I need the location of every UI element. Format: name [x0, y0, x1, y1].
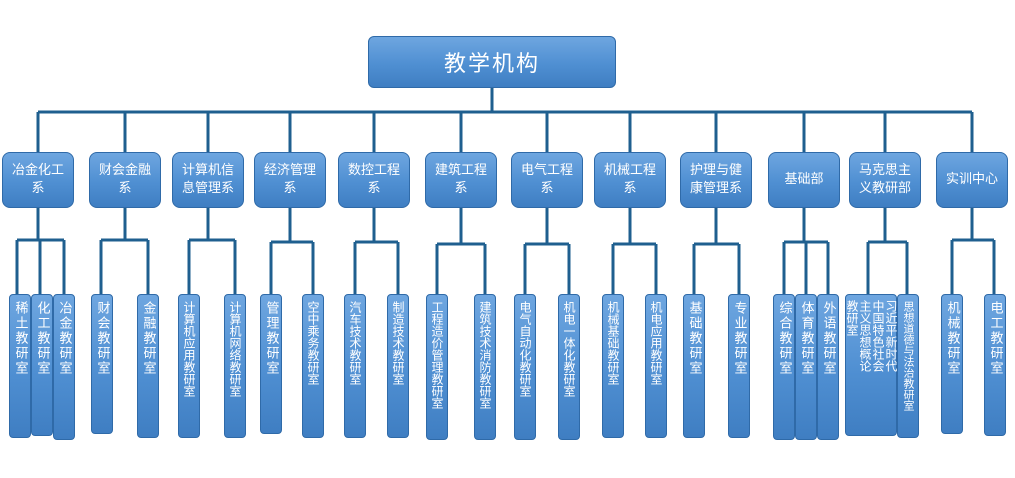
- dept-construction: 建筑工程系: [425, 152, 497, 208]
- room-label: 财会教研室: [94, 301, 110, 376]
- dept-label: 经济管理系: [263, 163, 316, 196]
- dept-label: 冶金化工系: [11, 163, 64, 196]
- room-mechanical-basics: 机械基础教研室: [602, 294, 624, 438]
- dept-label: 计算机信息管理系: [181, 163, 234, 196]
- room-accounting: 财会教研室: [91, 294, 113, 434]
- room-label: 专业教研室: [731, 301, 747, 376]
- room-electromechanical-app: 机电应用教研室: [645, 294, 667, 438]
- room-metallurgy: 冶金教研室: [53, 294, 75, 440]
- dept-cnc-engineering: 数控工程系: [338, 152, 410, 208]
- room-electrician: 电工教研室: [984, 294, 1006, 436]
- room-rare-earth: 稀土教研室: [9, 294, 31, 438]
- room-management: 管理教研室: [260, 294, 282, 434]
- room-label: 稀土教研室: [12, 301, 28, 376]
- room-label: 外语教研室: [820, 301, 836, 376]
- room-label: 工程造价管理教研室: [430, 301, 444, 409]
- dept-label: 电气工程系: [520, 163, 573, 196]
- room-xi-thought: 习近平新时代中国特色社会主义思想概论教研室: [845, 294, 898, 436]
- dept-training-center: 实训中心: [936, 152, 1008, 208]
- room-sports: 体育教研室: [795, 294, 817, 440]
- dept-finance-accounting: 财会金融系: [89, 152, 161, 208]
- dept-label: 机械工程系: [603, 163, 656, 196]
- room-chemical: 化工教研室: [31, 294, 53, 436]
- room-finance: 金融教研室: [137, 294, 159, 438]
- room-label: 金融教研室: [140, 301, 156, 376]
- room-morality-law: 思想道德与法治教研室: [897, 294, 919, 438]
- room-label: 化工教研室: [34, 301, 50, 376]
- dept-label: 数控工程系: [347, 163, 400, 196]
- room-label: 综合教研室: [776, 301, 792, 376]
- room-label: 空中乘务教研室: [306, 301, 320, 385]
- room-label: 基础教研室: [686, 301, 702, 376]
- room-flight-attendant: 空中乘务教研室: [302, 294, 324, 438]
- dept-label: 建筑工程系: [434, 163, 487, 196]
- room-label: 电工教研室: [987, 301, 1003, 376]
- dept-label: 实训中心: [945, 172, 998, 187]
- room-label: 计算机网络教研室: [228, 301, 242, 397]
- dept-marxism: 马克思主义教研部: [849, 152, 921, 208]
- room-nursing-specialized: 专业教研室: [728, 294, 750, 438]
- dept-metallurgy-chemical: 冶金化工系: [2, 152, 74, 208]
- room-label: 机械教研室: [944, 301, 960, 376]
- room-label: 冶金教研室: [56, 301, 72, 376]
- room-label: 管理教研室: [263, 301, 279, 376]
- dept-label: 马克思主义教研部: [858, 163, 911, 196]
- room-label: 习近平新时代中国特色社会主义思想概论教研室: [845, 300, 898, 372]
- dept-mechanical: 机械工程系: [594, 152, 666, 208]
- room-foreign-language: 外语教研室: [817, 294, 839, 440]
- room-label: 思想道德与法治教研室: [902, 301, 915, 411]
- room-computer-application: 计算机应用教研室: [178, 294, 200, 438]
- room-label: 机电应用教研室: [649, 301, 663, 385]
- room-machinery: 机械教研室: [941, 294, 963, 434]
- dept-label: 财会金融系: [98, 163, 151, 196]
- room-label: 体育教研室: [798, 301, 814, 376]
- root-label: 教学机构: [443, 52, 540, 77]
- room-cost-management: 工程造价管理教研室: [426, 294, 448, 440]
- room-mechatronics: 机电一体化教研室: [558, 294, 580, 440]
- room-nursing-basics: 基础教研室: [683, 294, 705, 438]
- dept-foundation: 基础部: [768, 152, 840, 208]
- room-label: 机械基础教研室: [606, 301, 620, 385]
- room-label: 建筑技术消防教研室: [478, 301, 492, 409]
- room-label: 汽车技术教研室: [348, 301, 362, 385]
- dept-economic-management: 经济管理系: [254, 152, 326, 208]
- room-label: 制造技术教研室: [391, 301, 405, 385]
- dept-nursing-health: 护理与健康管理系: [680, 152, 752, 208]
- room-manufacturing: 制造技术教研室: [387, 294, 409, 438]
- room-label: 计算机应用教研室: [182, 301, 196, 397]
- room-automotive: 汽车技术教研室: [344, 294, 366, 438]
- room-computer-network: 计算机网络教研室: [224, 294, 246, 438]
- room-comprehensive: 综合教研室: [773, 294, 795, 440]
- dept-computer-info: 计算机信息管理系: [172, 152, 244, 208]
- room-automation: 电气自动化教研室: [514, 294, 536, 440]
- room-label: 机电一体化教研室: [562, 301, 576, 397]
- connectors: [15, 88, 996, 294]
- room-label: 电气自动化教研室: [518, 301, 532, 397]
- root-node: 教学机构: [368, 36, 616, 88]
- dept-label: 护理与健康管理系: [689, 163, 742, 196]
- dept-electrical: 电气工程系: [511, 152, 583, 208]
- dept-label: 基础部: [784, 172, 824, 187]
- room-fire-protection: 建筑技术消防教研室: [474, 294, 496, 440]
